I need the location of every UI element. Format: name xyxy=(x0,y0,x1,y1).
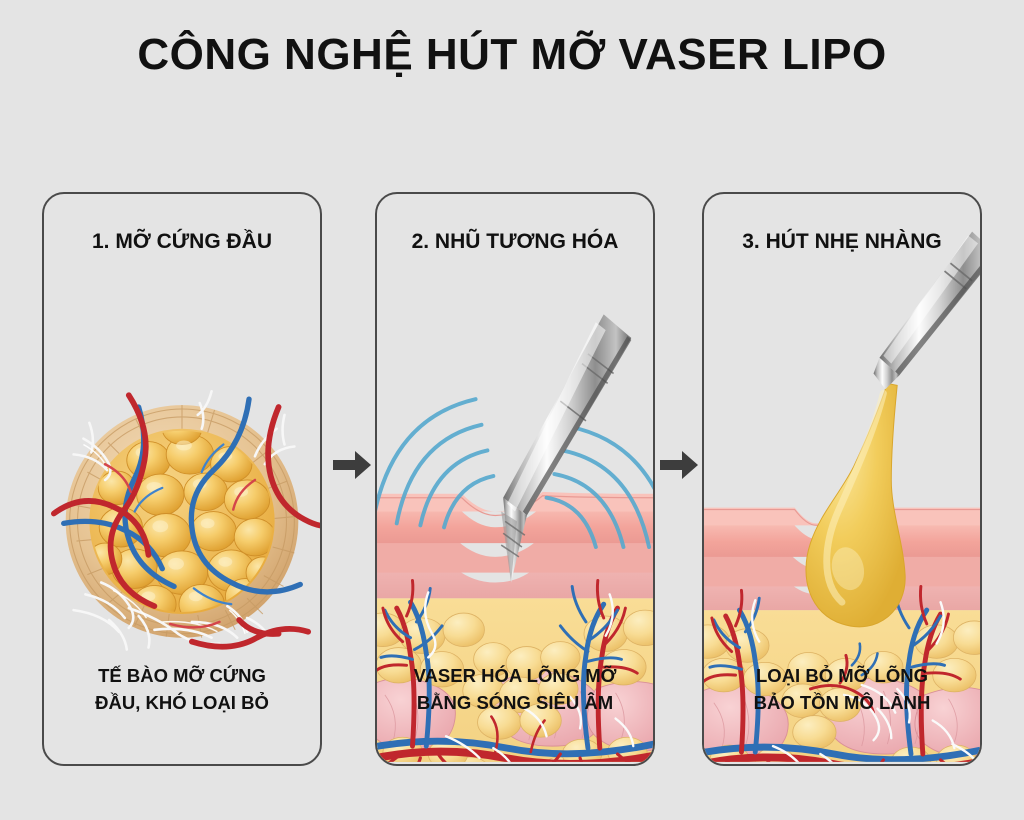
vaser-cannula xyxy=(500,314,632,583)
fat-aspiration-illustration xyxy=(704,231,980,762)
panel-3-caption: LOẠI BỎ MỠ LÕNG BẢO TỒN MÔ LÀNH xyxy=(753,665,931,713)
step-panel-2: 2. NHŨ TƯƠNG HÓA xyxy=(375,192,655,766)
vessel-network xyxy=(377,579,653,762)
fat-cell-cluster-illustration xyxy=(50,389,320,651)
ultrasound-waves-right xyxy=(544,424,653,549)
panel-1-caption: TẾ BÀO MỠ CỨNG ĐẦU, KHÓ LOẠI BỎ xyxy=(95,665,269,713)
skin-layers xyxy=(704,507,980,611)
ultrasound-waves-left xyxy=(377,397,496,530)
step-panel-1: 1. MỠ CỨNG ĐẦU xyxy=(42,192,322,766)
adipocyte-layer-upper xyxy=(704,620,980,750)
panel-3-heading: 3. HÚT NHẸ NHÀNG xyxy=(742,230,942,253)
panel-2-heading: 2. NHŨ TƯƠNG HÓA xyxy=(411,230,619,253)
vessel-network xyxy=(704,584,980,762)
step-panel-3: 3. HÚT NHẸ NHÀNG xyxy=(702,192,982,766)
aspiration-cannula xyxy=(873,231,980,390)
artery-network xyxy=(50,392,320,650)
panel-2-caption: VASER HÓA LÕNG MỠ BẰNG SÓNG SIÊU ÂM xyxy=(413,665,617,713)
adipocyte-group xyxy=(91,430,273,613)
step-arrow-2-to-3-icon xyxy=(660,451,698,479)
fibrous-strands xyxy=(750,599,979,762)
liquefied-fat-droplet xyxy=(805,382,906,628)
vaser-probe-illustration xyxy=(377,314,653,762)
fibrous-strands xyxy=(423,591,635,762)
page-title: CÔNG NGHỆ HÚT MỠ VASER LIPO xyxy=(137,30,887,79)
step-arrow-1-to-2-icon xyxy=(333,451,371,479)
panel-1-heading: 1. MỠ CỨNG ĐẦU xyxy=(91,230,272,253)
